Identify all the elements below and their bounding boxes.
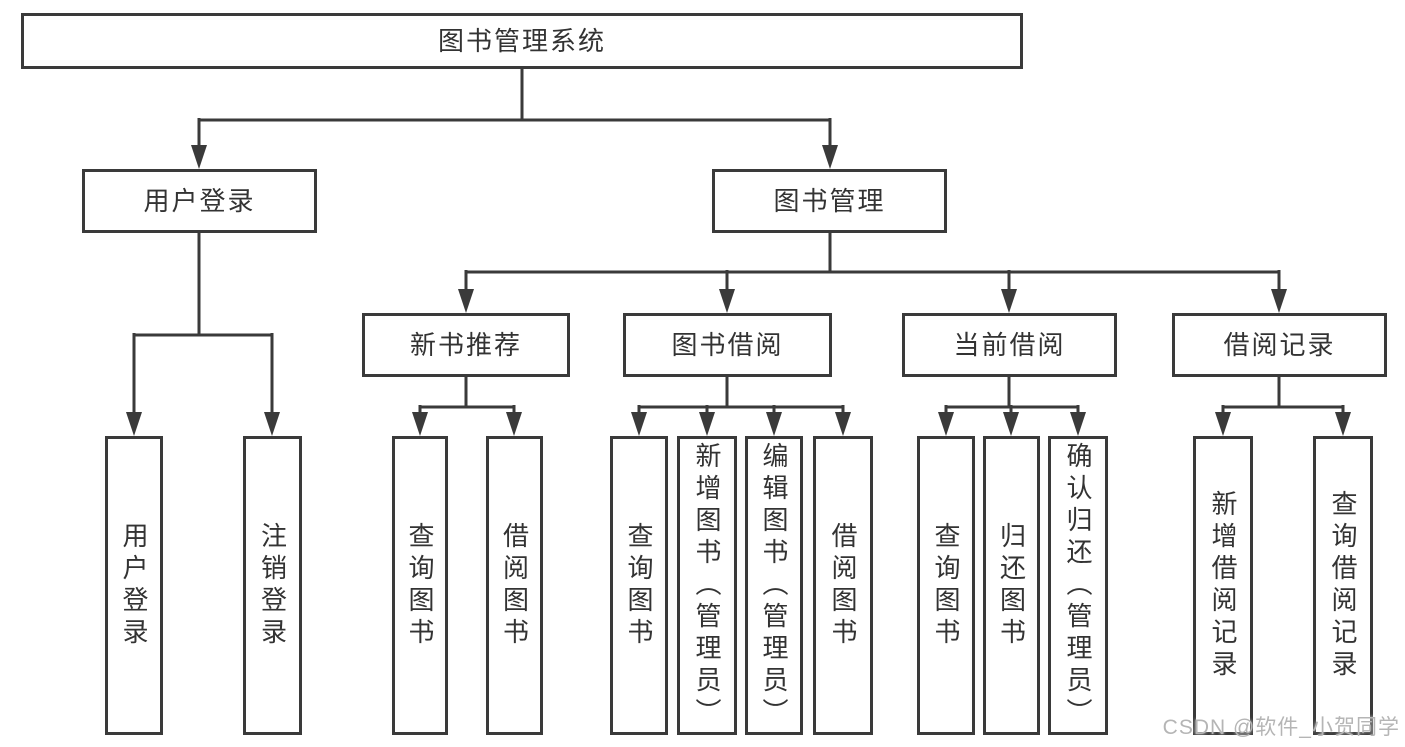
leaf-query-books-1: 查询图书 [392, 436, 448, 735]
leaf-confirm-return-admin: 确认归还（管理员） [1048, 436, 1108, 735]
leaf-user-login: 用户登录 [105, 436, 163, 735]
node-borrow-records-label: 借阅记录 [1223, 330, 1336, 360]
leaf-add-borrow-record: 新增借阅记录 [1193, 436, 1253, 735]
leaf-borrow-books-2: 借阅图书 [813, 436, 873, 735]
node-new-book-recommend: 新书推荐 [362, 313, 570, 377]
leaf-query-borrow-record: 查询借阅记录 [1313, 436, 1373, 735]
leaf-return-books: 归还图书 [983, 436, 1040, 735]
node-book-management: 图书管理 [712, 169, 947, 233]
node-book-management-label: 图书管理 [773, 186, 886, 216]
node-user-login: 用户登录 [82, 169, 317, 233]
node-current-borrow-label: 当前借阅 [953, 330, 1066, 360]
node-root-label: 图书管理系统 [437, 26, 606, 56]
csdn-watermark: CSDN @软件_小贺同学 [1162, 716, 1400, 739]
node-book-borrow-label: 图书借阅 [671, 330, 784, 360]
node-book-borrow: 图书借阅 [623, 313, 832, 377]
leaf-query-books-2: 查询图书 [610, 436, 668, 735]
node-user-login-label: 用户登录 [143, 186, 256, 216]
node-new-book-recommend-label: 新书推荐 [409, 330, 522, 360]
node-borrow-records: 借阅记录 [1172, 313, 1387, 377]
leaf-logout: 注销登录 [243, 436, 302, 735]
node-current-borrow: 当前借阅 [902, 313, 1117, 377]
leaf-add-books-admin: 新增图书（管理员） [677, 436, 737, 735]
leaf-edit-books-admin: 编辑图书（管理员） [745, 436, 803, 735]
node-root-system: 图书管理系统 [21, 13, 1023, 69]
leaf-query-books-3: 查询图书 [917, 436, 975, 735]
leaf-borrow-books-1: 借阅图书 [486, 436, 543, 735]
